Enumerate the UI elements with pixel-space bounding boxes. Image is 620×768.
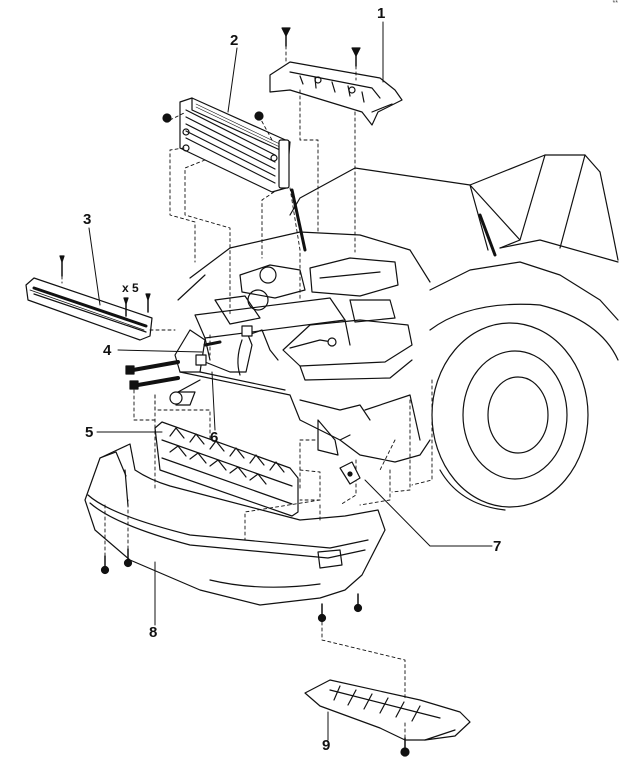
screw-icon (59, 255, 151, 317)
callout-2-label: 2 (230, 32, 239, 49)
callout-leader-lines (88, 21, 493, 741)
callout-7-label: 7 (493, 538, 502, 555)
callout-6-label: 6 (210, 429, 219, 446)
grille-bar (25, 277, 153, 341)
radiator-condenser (179, 97, 291, 193)
front-grille (154, 421, 299, 517)
quantity-label: x 5 (122, 281, 139, 295)
screw-icon (100, 548, 363, 623)
callout-8-label: 8 (149, 624, 158, 641)
callout-4-label: 4 (103, 342, 112, 359)
front-bumper-cover (84, 443, 386, 606)
mounting-bolts (125, 340, 222, 390)
part-7-bracket (339, 461, 361, 485)
radiator-support-cover (269, 61, 403, 126)
callout-9-label: 9 (322, 737, 331, 754)
corner-mark: ** (612, 0, 618, 7)
clip-icon (281, 27, 361, 67)
callout-3-label: 3 (83, 211, 92, 228)
engine-under-cover (304, 679, 471, 741)
callout-1-label: 1 (377, 5, 386, 22)
callout-5-label: 5 (85, 424, 94, 441)
wire-harness (169, 325, 337, 405)
vehicle-body (174, 154, 619, 511)
clip-icon (400, 737, 410, 757)
